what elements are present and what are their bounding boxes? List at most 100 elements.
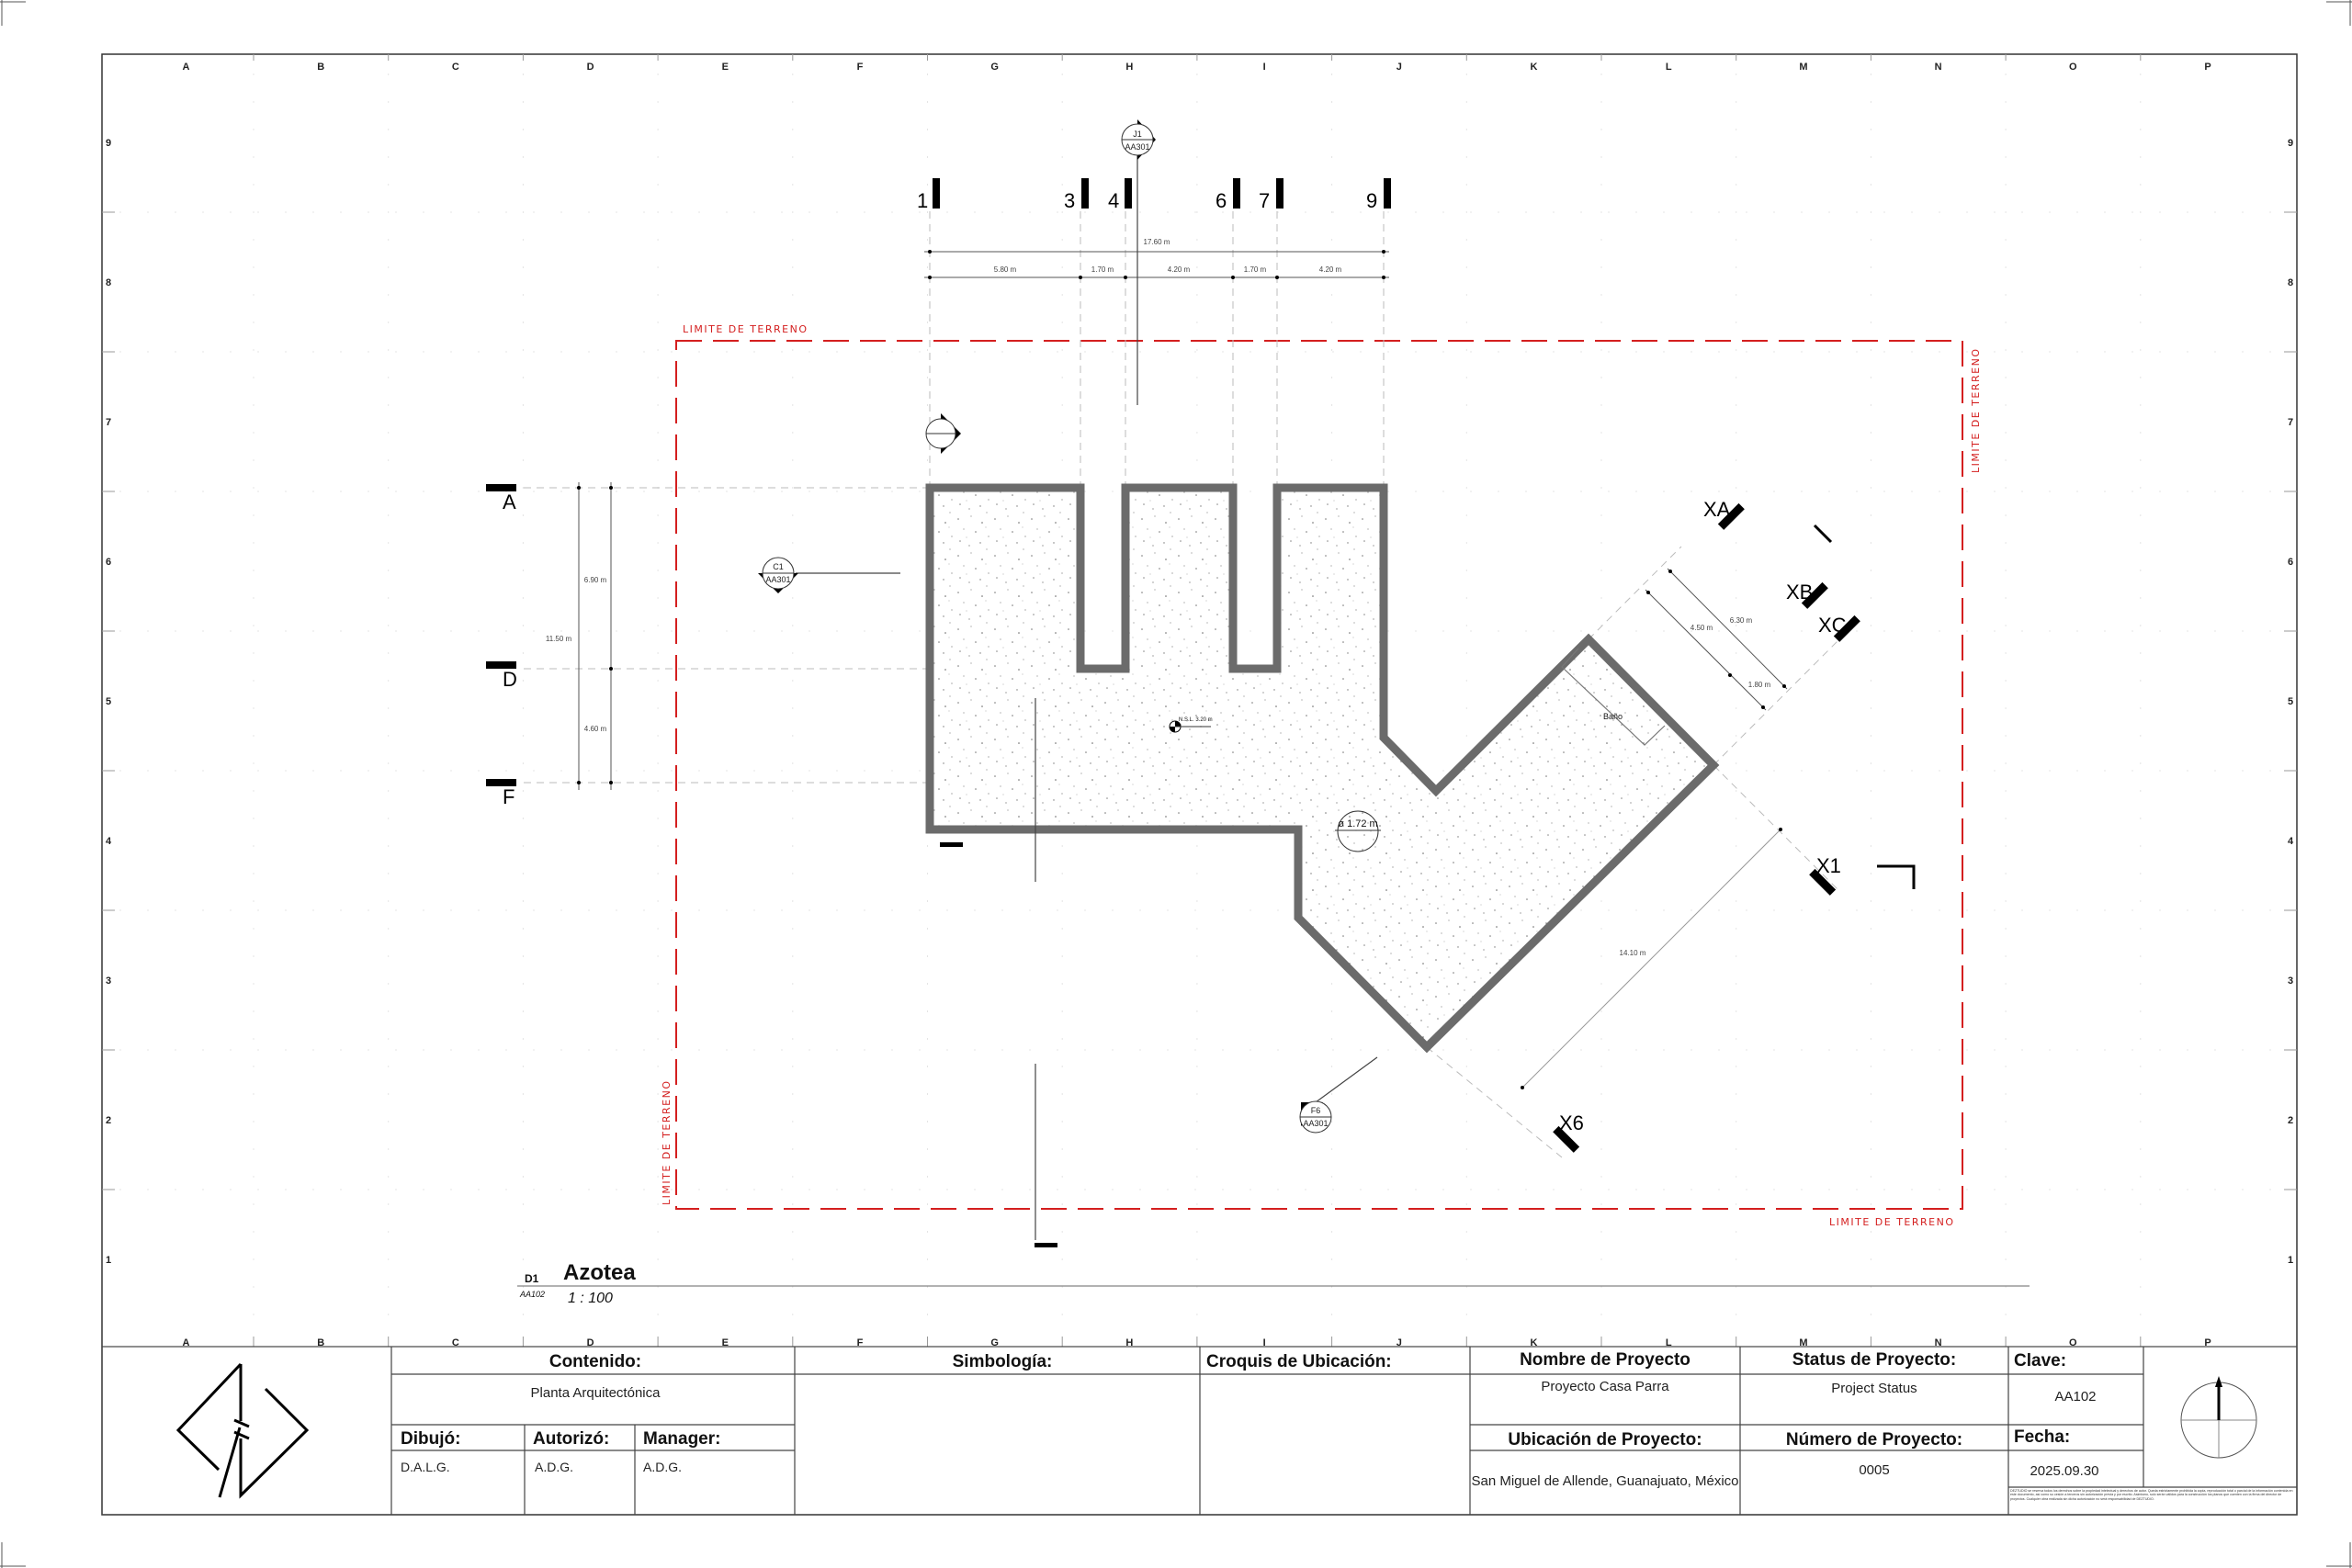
svg-text:Croquis de Ubicación:: Croquis de Ubicación: [1206,1352,1392,1371]
grid-column-label: E [722,62,729,73]
grid-row-label: 9 [106,138,111,149]
svg-text:C1: C1 [773,562,784,571]
section-bar [940,842,963,847]
svg-text:D1: D1 [525,1272,539,1285]
property-label-top: LIMITE DE TERRENO [683,323,808,335]
svg-text:Manager:: Manager: [643,1429,720,1449]
grid-column-label: G [990,1337,999,1348]
grid-row-label: 4 [2288,836,2294,847]
grid-column-label: L [1666,1337,1672,1348]
grid-column-label: E [722,1337,729,1348]
svg-text:9: 9 [1366,189,1377,212]
grid-row-label: 1 [2288,1255,2293,1266]
grid-column-label: N [1935,62,1942,73]
grid-column-label: A [183,62,190,73]
grid-markers-left: A D F [486,484,517,808]
svg-text:Nombre de Proyecto: Nombre de Proyecto [1520,1350,1690,1370]
section-cut-lines [796,154,1378,1240]
grid-column-label: L [1666,62,1672,73]
diagonal-dimensions: 6.30 m 4.50 m 1.80 m 14.10 m [1521,568,1788,1089]
dim-top-3: 4.20 m [1168,265,1191,274]
grid-column-label: G [990,62,999,73]
grid-column-label: I [1263,1337,1266,1348]
dim-diag-total: 6.30 m [1730,616,1753,625]
grid-column-label: C [452,1337,459,1348]
svg-text:Fecha:: Fecha: [2014,1427,2070,1447]
svg-text:XB: XB [1786,581,1813,604]
svg-text:3: 3 [1064,189,1075,212]
svg-text:X1: X1 [1816,854,1841,877]
title-block: Contenido: Planta Arquitectónica Dibujó:… [101,1346,2298,1516]
grid-extension-lines [524,211,1838,1158]
level-marker: N.S.L. 3.20 m [1169,717,1213,733]
svg-text:AA102: AA102 [519,1290,545,1299]
section-tag-unlabeled [925,413,961,454]
grid-row-label: 4 [106,836,112,847]
svg-text:A.D.G.: A.D.G. [535,1460,573,1474]
svg-text:D: D [503,668,517,691]
grid-row-label: 9 [2288,138,2293,149]
svg-text:Project Status: Project Status [1831,1381,1917,1396]
dim-top-2: 1.70 m [1091,265,1114,274]
section-bar [1035,1243,1057,1247]
grid-row-label: 8 [2288,277,2293,288]
svg-text:XA: XA [1703,498,1731,521]
grid-column-label: J [1396,62,1402,73]
svg-text:Número de Proyecto:: Número de Proyecto: [1786,1430,1962,1450]
svg-text:Planta Arquitectónica: Planta Arquitectónica [531,1385,662,1401]
svg-text:ø 1.72 m: ø 1.72 m [1338,818,1377,829]
roof-outline [925,483,1720,1054]
svg-text:2025.09.30: 2025.09.30 [2030,1463,2098,1479]
grid-column-label: P [2204,62,2211,73]
svg-text:A.D.G.: A.D.G. [643,1460,682,1474]
grid-column-label: O [2069,62,2077,73]
room-label-bano: Baño [1603,712,1623,721]
grid-row-label: 3 [2288,976,2293,987]
diameter-marker: ø 1.72 m [1335,810,1381,852]
grid-column-label: M [1799,62,1807,73]
grid-row-label: 3 [106,976,111,987]
north-arrow-icon [2180,1376,2257,1459]
top-dimensions: 17.60 m 5.80 m 1.70 m 4.20 m 1.70 m 4.20… [924,238,1389,279]
svg-text:Simbología:: Simbología: [953,1352,1053,1371]
svg-text:AA301: AA301 [765,575,790,584]
grid-column-label: F [857,1337,864,1348]
svg-text:Dibujó:: Dibujó: [401,1429,460,1449]
svg-text:A: A [503,491,516,513]
svg-text:D.A.L.G.: D.A.L.G. [401,1460,450,1474]
svg-text:N.S.L. 3.20 m: N.S.L. 3.20 m [1179,717,1213,723]
svg-text:1: 1 [917,189,928,212]
grid-column-label: K [1531,62,1538,73]
dim-left-total: 11.50 m [546,635,572,643]
svg-text:Clave:: Clave: [2014,1351,2066,1371]
dim-left-2: 4.60 m [584,725,607,733]
svg-text:J1: J1 [1133,130,1142,139]
left-dimensions: 11.50 m 6.90 m 4.60 m [546,482,613,790]
svg-text:F6: F6 [1311,1106,1321,1115]
svg-text:4: 4 [1108,189,1119,212]
svg-text:AA301: AA301 [1125,142,1149,152]
grid-column-label: H [1125,62,1133,73]
grid-row-label: 6 [2288,557,2293,568]
property-label-bottom: LIMITE DE TERRENO [1829,1216,1954,1228]
bathroom-outline [1561,648,1666,746]
grid-row-label: 2 [2288,1115,2293,1126]
dim-top-1: 5.80 m [994,265,1017,274]
svg-text:Autorizó:: Autorizó: [533,1429,609,1449]
svg-text:Ubicación de Proyecto:: Ubicación de Proyecto: [1508,1430,1702,1450]
svg-text:Contenido:: Contenido: [549,1352,641,1371]
svg-text:6: 6 [1216,189,1227,212]
grid-column-label: F [857,62,864,73]
svg-text:Proyecto Casa Parra: Proyecto Casa Parra [1541,1379,1669,1394]
svg-text:7: 7 [1259,189,1270,212]
grid-row-label: 5 [106,696,111,707]
grid-column-label: A [183,1337,190,1348]
grid-column-label: I [1263,62,1266,73]
dim-left-1: 6.90 m [584,576,607,584]
grid-row-label: 6 [106,557,111,568]
grid-column-label: O [2069,1337,2077,1348]
svg-text:F: F [503,785,514,808]
dim-diag-1: 4.50 m [1690,624,1713,632]
